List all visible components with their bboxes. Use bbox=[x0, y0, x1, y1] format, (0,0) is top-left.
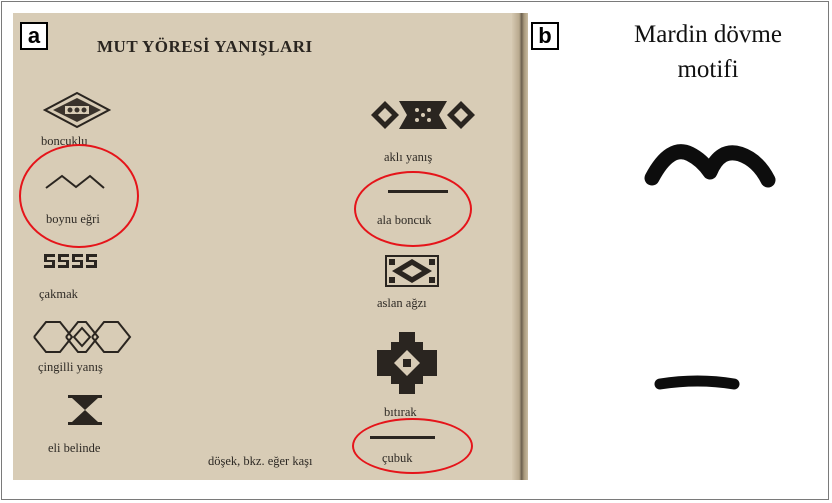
panel-b-title: Mardin dövme motifi bbox=[598, 17, 818, 87]
aslan-agzi-motif bbox=[385, 255, 439, 287]
panel-b-title-line1: Mardin dövme bbox=[634, 21, 782, 48]
eli-belinde-motif bbox=[68, 395, 102, 425]
cakmak-label: çakmak bbox=[39, 287, 78, 301]
cakmak-motif bbox=[44, 254, 97, 268]
bitirak-motif bbox=[377, 332, 437, 394]
panel-a-title: MUT YÖRESİ YANIŞLARI bbox=[97, 37, 313, 56]
mardin-bar-tattoo bbox=[654, 375, 740, 390]
mardin-zigzag-tattoo bbox=[644, 144, 776, 188]
panel-a-scan bbox=[13, 13, 528, 480]
panel-b-title-line2: motifi bbox=[677, 56, 739, 83]
aslan-agzi-label: aslan ağzı bbox=[377, 296, 427, 310]
highlight-circle-boynu-egri bbox=[19, 144, 139, 248]
panel-b-label: b bbox=[531, 22, 559, 50]
page-binding-edge bbox=[512, 13, 528, 480]
eli-belinde-label: eli belinde bbox=[48, 441, 101, 455]
panel-a-label: a bbox=[20, 22, 48, 50]
cingilli-yanis-label: çingilli yanış bbox=[38, 360, 103, 374]
dosek-label: döşek, bkz. eğer kaşı bbox=[208, 454, 313, 468]
akli-yanis-motif bbox=[371, 101, 475, 129]
highlight-circle-ala-boncuk bbox=[354, 171, 472, 247]
boncuklu-motif bbox=[43, 91, 111, 129]
bitirak-label: bıtırak bbox=[384, 405, 417, 419]
cingilli-yanis-motif bbox=[33, 321, 132, 353]
highlight-circle-cubuk bbox=[352, 418, 473, 474]
akli-yanis-label: aklı yanış bbox=[384, 150, 433, 164]
